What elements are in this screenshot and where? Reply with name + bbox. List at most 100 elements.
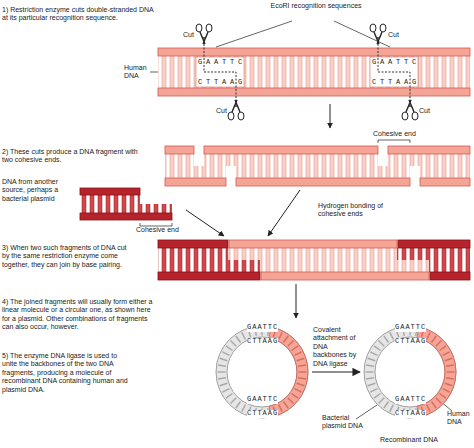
- base-pairs: [429, 248, 470, 272]
- cut-line: [204, 44, 236, 100]
- base-pair-rung: [390, 405, 394, 412]
- base-pairs: [397, 260, 429, 272]
- base-pair-rung: [295, 389, 302, 393]
- base-pair-rung: [436, 341, 442, 347]
- base-pairs: [236, 154, 378, 178]
- base-pair-rung: [298, 365, 306, 366]
- base-pair-rung: [374, 393, 380, 398]
- base-pair-rung: [236, 402, 241, 408]
- step-arrow: [296, 284, 297, 318]
- base-pairs: [194, 166, 226, 178]
- base-pair-rung: [279, 332, 283, 339]
- base-pair-rung: [220, 358, 228, 360]
- base-pair-rung: [218, 378, 226, 379]
- sequence-letters: GAATTC: [395, 396, 426, 404]
- base-pair-rung: [231, 341, 237, 347]
- joined-dna-ladder: [158, 240, 470, 280]
- plasmid-circle: GAATTCCTTAAGGAATTCCTTAAG: [214, 324, 310, 420]
- dna-backbone: [80, 213, 172, 220]
- scissors-symbol: [370, 24, 386, 44]
- base-pairs: [204, 154, 236, 166]
- base-pair-rung: [295, 352, 302, 356]
- base-pairs: [140, 204, 172, 213]
- base-pair-rung: [242, 405, 246, 412]
- sequence-letters: CTTAAG: [198, 78, 246, 86]
- base-pair-rung: [443, 352, 450, 356]
- cut-label: Cut: [388, 31, 399, 39]
- base-pair-rung: [242, 332, 246, 339]
- base-pairs: [158, 248, 228, 272]
- base-pair-rung: [298, 378, 306, 379]
- sequence-letters: GAATTC: [247, 396, 278, 404]
- step-arrow: [268, 190, 300, 236]
- base-pair-rung: [366, 365, 374, 366]
- base-pairs: [388, 154, 420, 166]
- base-pair-rung: [390, 332, 394, 339]
- sequence-letters: CTTAAG: [372, 78, 420, 86]
- base-pairs: [260, 248, 397, 272]
- base-pair-rung: [440, 393, 446, 398]
- sequence-letters: CTTAAG: [247, 410, 278, 418]
- base-pair-rung: [368, 358, 376, 360]
- base-pair-rung: [427, 332, 431, 339]
- dna-backbone: [229, 240, 397, 248]
- base-pair-rung: [446, 365, 454, 366]
- base-pair-rung: [431, 402, 436, 408]
- dna-backbone: [80, 188, 140, 195]
- base-pairs: [378, 166, 410, 178]
- base-pairs: [80, 195, 140, 213]
- base-pair-rung: [445, 383, 453, 385]
- base-pair-rung: [370, 389, 377, 393]
- base-pair-rung: [436, 398, 442, 404]
- plasmid-dna-band: [364, 326, 456, 418]
- plasmid-dna-fragment: [80, 188, 172, 220]
- sequence-letters: GAATTC: [198, 58, 246, 66]
- step-text: 1) Restriction enzyme cuts double-strand…: [2, 6, 160, 23]
- sequence-letters: GAATTC: [247, 324, 278, 332]
- base-pair-rung: [236, 336, 241, 342]
- cut-label: Cut: [183, 31, 194, 39]
- scissors-symbol: [228, 100, 244, 120]
- base-pair-rung: [366, 371, 374, 372]
- ligase-arrow: [312, 371, 360, 372]
- dna-backbone: [158, 88, 470, 96]
- base-pair-rung: [222, 352, 229, 356]
- base-pair-rung: [366, 378, 374, 379]
- base-pair-rung: [226, 393, 232, 398]
- base-pair-rung: [370, 352, 377, 356]
- plasmid-circle: GAATTCCTTAAGGAATTCCTTAAG: [362, 324, 458, 420]
- step-arrow: [330, 104, 331, 128]
- callout-label: EcoRI recognition sequences: [268, 2, 364, 10]
- cut-line: [378, 44, 410, 100]
- base-pair-rung: [431, 336, 436, 342]
- base-pair-rung: [288, 341, 294, 347]
- base-pair-rung: [218, 365, 226, 366]
- dna-backbone: [420, 178, 470, 186]
- dna-backbone: [165, 146, 194, 154]
- dna-backbone: [204, 146, 378, 154]
- step-text: 3) When two such fragments of DNA cut by…: [2, 244, 132, 269]
- leader-line: [356, 405, 377, 419]
- base-pair-rung: [283, 336, 288, 342]
- step-arrow: [186, 210, 224, 236]
- dna-backbone: [158, 272, 260, 280]
- edge-label: Covalent attachment of DNA backbones by …: [313, 326, 359, 368]
- base-pair-rung: [218, 371, 226, 372]
- step-text: 2) These cuts produce a DNA fragment wit…: [2, 148, 142, 165]
- dna-backbone: [158, 48, 470, 56]
- part-label: DNA from another source, perhaps a bacte…: [2, 178, 76, 203]
- sequence-letters: CTTAAG: [395, 338, 426, 346]
- base-pairs: [165, 154, 194, 178]
- base-pair-rung: [292, 346, 298, 351]
- dna-backbone: [398, 240, 470, 248]
- bracket: [378, 140, 410, 143]
- sequence-letters: GAATTC: [372, 58, 420, 66]
- cut-label: Cut: [216, 107, 227, 115]
- base-pairs: [228, 260, 260, 272]
- step-text: 4) The joined fragments will usually for…: [2, 298, 154, 332]
- part-label: Recombinant DNA: [380, 436, 438, 444]
- base-pair-rung: [299, 371, 307, 372]
- base-pair-rung: [297, 383, 305, 385]
- dna-backbone: [261, 272, 429, 280]
- part-label: Human DNA: [124, 64, 152, 81]
